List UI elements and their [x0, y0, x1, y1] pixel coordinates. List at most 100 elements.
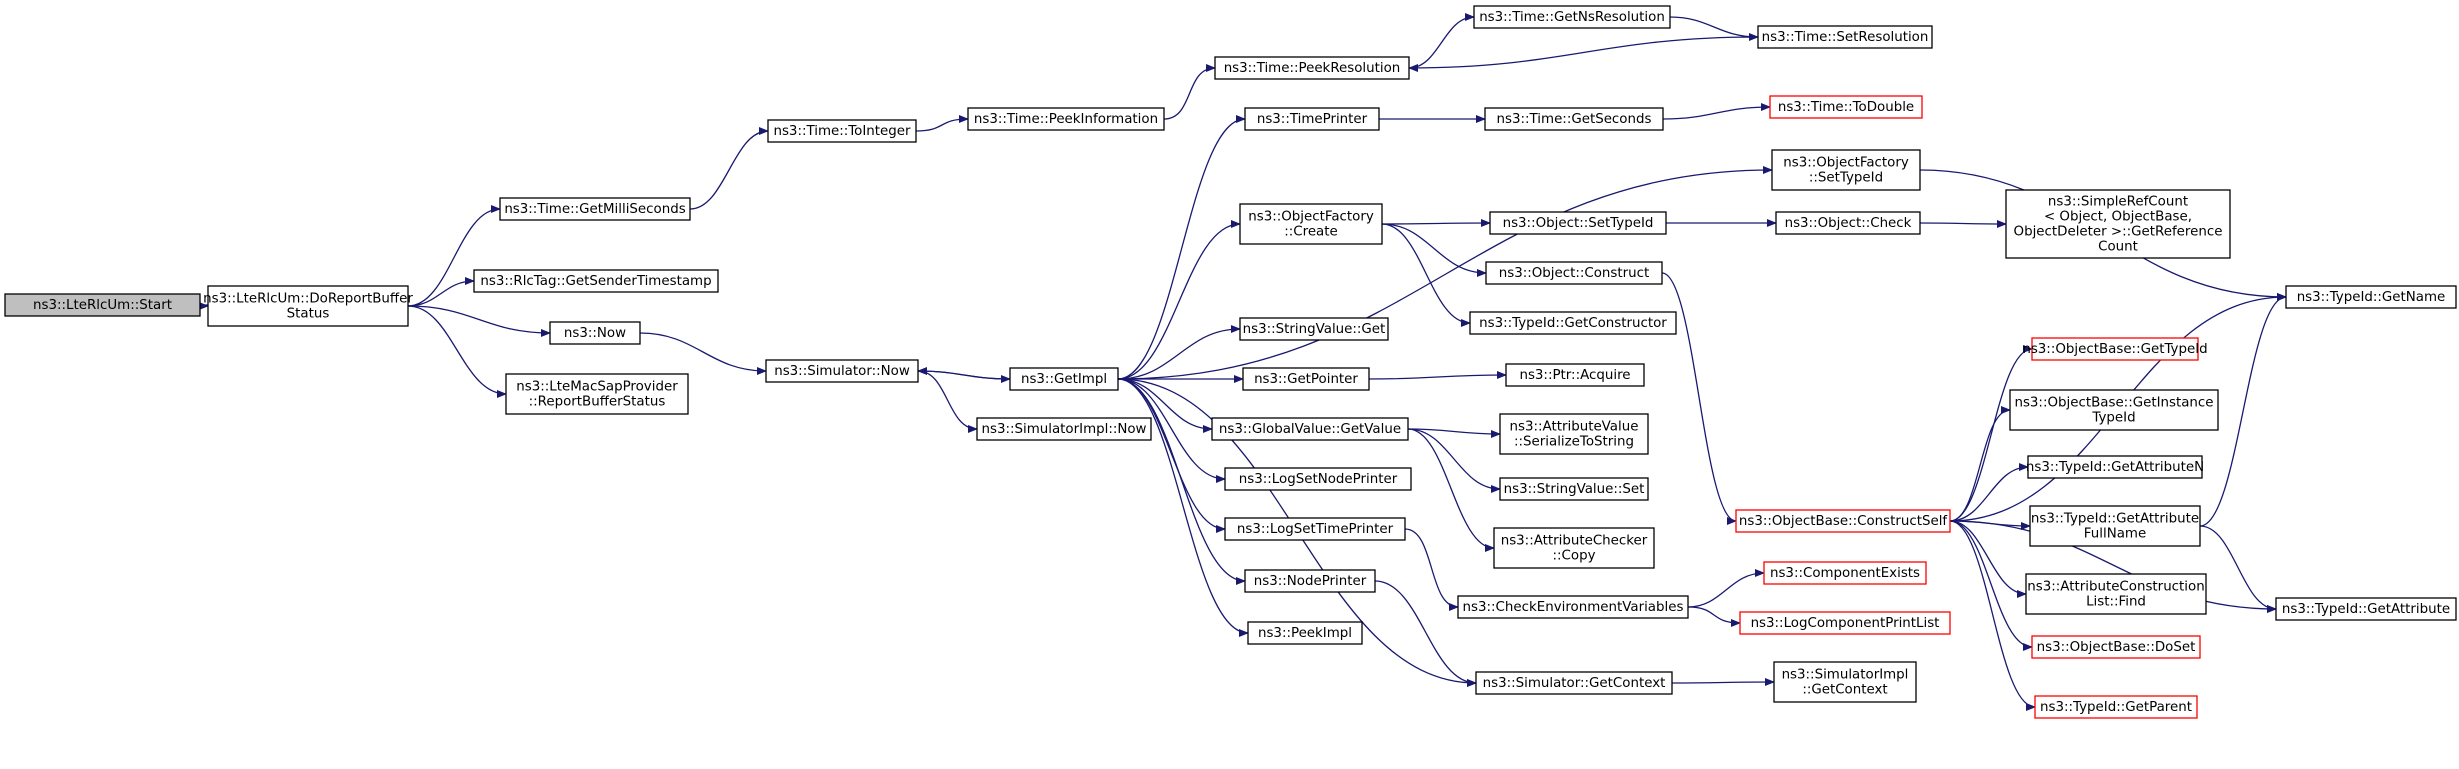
node-box: [1499, 477, 1649, 501]
node-objconstruct[interactable]: ns3::Object::Construct: [1485, 261, 1663, 285]
node-strvalset[interactable]: ns3::StringValue::Set: [1499, 477, 1649, 501]
node-box: [1771, 149, 1921, 191]
node-box: [1469, 311, 1677, 335]
node-nodeprinter[interactable]: ns3::NodePrinter: [1244, 569, 1376, 593]
node-getpointer[interactable]: ns3::GetPointer: [1242, 367, 1370, 391]
edge-gvgetvalue-to-strvalset: [1407, 428, 1501, 493]
node-label-line: ::Copy: [1553, 549, 1596, 564]
node-simplerefcount[interactable]: ns3::SimpleRefCount< Object, ObjectBase,…: [2005, 189, 2231, 259]
node-ltemac[interactable]: ns3::LteMacSapProvider::ReportBufferStat…: [505, 373, 689, 415]
node-label-line: Count: [2098, 240, 2138, 255]
node-box: [1484, 107, 1664, 131]
node-label-line: ns3::PeekImpl: [1258, 626, 1352, 641]
node-rlctag[interactable]: ns3::RlcTag::GetSenderTimestamp: [473, 269, 719, 293]
node-tidgetparent[interactable]: ns3::TypeId::GetParent: [2034, 695, 2198, 719]
node-getmilli[interactable]: ns3::Time::GetMilliSeconds: [499, 197, 691, 221]
node-obgettypeid[interactable]: ns3::ObjectBase::GetTypeId: [2022, 337, 2208, 361]
node-box: [2275, 597, 2457, 621]
node-label-line: ns3::LteMacSapProvider: [516, 380, 678, 395]
edge-simgetctx-to-simimplgetctx: [1671, 678, 1775, 687]
node-constructself[interactable]: ns3::ObjectBase::ConstructSelf: [1735, 509, 1951, 533]
node-timeprinter[interactable]: ns3::TimePrinter: [1244, 107, 1380, 131]
edge-objconstruct-to-constructself: [1661, 272, 1737, 525]
node-objfsettype[interactable]: ns3::ObjectFactory::SetTypeId: [1771, 149, 1921, 191]
node-label-line: ns3::GlobalValue::GetValue: [1219, 422, 1401, 437]
node-label-line: ns3::Simulator::GetContext: [1483, 676, 1666, 691]
node-label-line: ns3::Time::GetNsResolution: [1479, 10, 1665, 25]
node-tidgetname[interactable]: ns3::TypeId::GetName: [2285, 285, 2457, 309]
node-simimplgetctx[interactable]: ns3::SimulatorImpl::GetContext: [1773, 661, 1917, 703]
node-now[interactable]: ns3::Now: [549, 321, 641, 345]
node-box: [1769, 95, 1923, 119]
node-simimplnow[interactable]: ns3::SimulatorImpl::Now: [976, 417, 1152, 441]
node-attrvalser[interactable]: ns3::AttributeValue::SerializeToString: [1499, 413, 1649, 455]
edge-constructself-to-obdoset: [1949, 520, 2033, 651]
node-obdoset[interactable]: ns3::ObjectBase::DoSet: [2031, 635, 2201, 659]
node-label-line: ::GetContext: [1802, 683, 1887, 698]
node-getnsres[interactable]: ns3::Time::GetNsResolution: [1473, 5, 1671, 29]
node-box: [1473, 5, 1671, 29]
node-tidgetattr[interactable]: ns3::TypeId::GetAttribute: [2275, 597, 2457, 621]
node-label-line: ns3::SimulatorImpl: [1782, 668, 1909, 683]
node-toint[interactable]: ns3::Time::ToInteger: [767, 119, 917, 143]
edge-objfcreate-to-typeidgetctor: [1381, 223, 1471, 327]
node-objcheck[interactable]: ns3::Object::Check: [1775, 211, 1921, 235]
node-box: [2285, 285, 2457, 309]
node-simgetctx[interactable]: ns3::Simulator::GetContext: [1475, 671, 1673, 695]
node-label-line: ns3::TimePrinter: [1257, 112, 1368, 127]
edge-getimpl-to-nodeprinter: [1117, 378, 1246, 585]
edge-getpointer-to-ptracquire: [1368, 371, 1507, 380]
node-label-line: ns3::Object::Construct: [1499, 266, 1650, 281]
node-label-line: ns3::ObjectBase::GetInstance: [2014, 396, 2213, 411]
node-logsetnode[interactable]: ns3::LogSetNodePrinter: [1224, 467, 1412, 491]
node-box: [1009, 367, 1119, 391]
node-simnow[interactable]: ns3::Simulator::Now: [765, 359, 919, 383]
node-logsettime[interactable]: ns3::LogSetTimePrinter: [1224, 517, 1406, 541]
node-compexists[interactable]: ns3::ComponentExists: [1763, 561, 1927, 585]
node-box: [1244, 107, 1380, 131]
edge-simnow-to-simimplnow: [917, 370, 978, 433]
node-logcomplist[interactable]: ns3::LogComponentPrintList: [1739, 611, 1951, 635]
node-checkenv[interactable]: ns3::CheckEnvironmentVariables: [1457, 595, 1689, 619]
node-box: [2029, 505, 2201, 547]
node-label-line: ns3::Ptr::Acquire: [1519, 368, 1630, 383]
node-attrcheckcopy[interactable]: ns3::AttributeChecker::Copy: [1493, 527, 1655, 569]
node-box: [1505, 363, 1645, 387]
edge-getimpl-to-simnow: [917, 367, 1011, 380]
node-setres[interactable]: ns3::Time::SetResolution: [1757, 25, 1933, 49]
node-typeidgetctor[interactable]: ns3::TypeId::GetConstructor: [1469, 311, 1677, 335]
node-label-line: Status: [287, 307, 330, 322]
node-label-line: ns3::Time::ToInteger: [773, 124, 911, 139]
node-todouble[interactable]: ns3::Time::ToDouble: [1769, 95, 1923, 119]
edge-getimpl-to-objfcreate: [1117, 220, 1241, 380]
node-box: [1739, 611, 1951, 635]
node-box: [2027, 455, 2203, 479]
node-start[interactable]: ns3::LteRlcUm::Start: [4, 293, 201, 317]
node-label-line: ns3::Time::GetSeconds: [1497, 112, 1652, 127]
node-peekimpl[interactable]: ns3::PeekImpl: [1247, 621, 1363, 645]
node-getseconds[interactable]: ns3::Time::GetSeconds: [1484, 107, 1664, 131]
node-box: [2031, 635, 2201, 659]
node-objfcreate[interactable]: ns3::ObjectFactory::Create: [1239, 203, 1383, 245]
edge-doreport-to-ltemac: [407, 305, 507, 398]
node-box: [2034, 695, 2198, 719]
node-peekinfo[interactable]: ns3::Time::PeekInformation: [967, 107, 1165, 131]
node-label-line: ns3::GetPointer: [1254, 372, 1358, 387]
edge-objfcreate-to-objconstruct: [1381, 223, 1487, 277]
node-peekres[interactable]: ns3::Time::PeekResolution: [1214, 56, 1410, 80]
node-box: [1735, 509, 1951, 533]
node-tidgetattrn[interactable]: ns3::TypeId::GetAttributeN: [2026, 455, 2204, 479]
node-label-line: ns3::LogSetNodePrinter: [1239, 472, 1398, 487]
node-box: [1773, 661, 1917, 703]
node-strvalget[interactable]: ns3::StringValue::Get: [1239, 317, 1389, 341]
node-gvgetvalue[interactable]: ns3::GlobalValue::GetValue: [1211, 417, 1409, 441]
node-ptracquire[interactable]: ns3::Ptr::Acquire: [1505, 363, 1645, 387]
node-box: [473, 269, 719, 293]
node-objsettype[interactable]: ns3::Object::SetTypeId: [1489, 211, 1667, 235]
edge-tidgetattrfull-to-tidgetname: [2199, 293, 2287, 527]
node-getimpl[interactable]: ns3::GetImpl: [1009, 367, 1119, 391]
